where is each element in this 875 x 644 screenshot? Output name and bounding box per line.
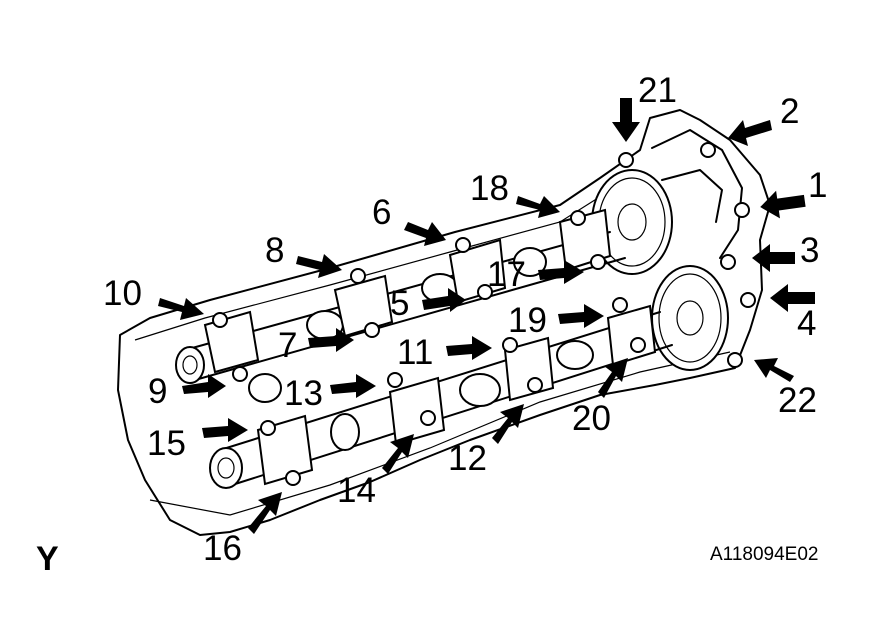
callout-16: 16 [203, 529, 242, 568]
callout-9: 9 [148, 372, 167, 411]
bolt-6 [455, 237, 471, 253]
bolt-14 [420, 410, 436, 426]
callout-19: 19 [508, 301, 547, 340]
bolt-19 [612, 297, 628, 313]
callout-21: 21 [638, 71, 677, 110]
callout-22: 22 [778, 381, 817, 420]
callout-labels: 1 2 3 4 5 6 7 8 9 10 11 12 13 14 15 16 1… [103, 71, 827, 568]
callout-10: 10 [103, 274, 142, 313]
callout-arrows [158, 98, 815, 534]
callout-14: 14 [337, 471, 376, 510]
arrow-17 [538, 260, 584, 284]
callout-18: 18 [470, 169, 509, 208]
arrow-16 [248, 492, 282, 534]
callout-5: 5 [390, 284, 409, 323]
callout-4: 4 [797, 304, 816, 343]
arrow-18 [516, 196, 560, 218]
callout-6: 6 [372, 193, 391, 232]
bolt-18 [570, 210, 586, 226]
arrow-4 [770, 284, 815, 312]
arrow-12 [492, 404, 524, 444]
bolt-1 [734, 202, 750, 218]
bearing-cap-bolts [212, 142, 756, 486]
bolt-20 [630, 337, 646, 353]
bolt-4 [740, 292, 756, 308]
arrow-2 [728, 120, 772, 146]
callout-17: 17 [487, 255, 526, 294]
bolt-21 [618, 152, 634, 168]
bolt-22 [727, 352, 743, 368]
arrow-1 [760, 190, 806, 219]
figure-code: A118094E02 [710, 544, 818, 565]
callout-20: 20 [572, 399, 611, 438]
bolt-2 [700, 142, 716, 158]
arrow-10 [158, 298, 204, 320]
bolt-3 [720, 254, 736, 270]
arrow-9 [182, 374, 226, 398]
arrow-14 [382, 434, 414, 474]
arrow-6 [404, 222, 446, 246]
callout-11: 11 [397, 333, 433, 372]
bolt-9 [232, 366, 248, 382]
bolt-13 [387, 372, 403, 388]
arrow-3 [752, 244, 795, 272]
arrow-11 [446, 336, 492, 360]
callout-8: 8 [265, 231, 284, 270]
arrow-21 [612, 98, 640, 142]
cylinder-head-outline [117, 109, 771, 536]
bolt-15 [260, 420, 276, 436]
callout-7: 7 [278, 326, 297, 365]
bolt-17 [590, 254, 606, 270]
arrow-15 [202, 418, 248, 442]
callout-12: 12 [448, 439, 487, 478]
bolt-8 [350, 268, 366, 284]
view-label: Y [36, 540, 59, 578]
callout-2: 2 [780, 92, 799, 131]
bolt-10 [212, 312, 228, 328]
arrow-7 [308, 328, 354, 352]
callout-13: 13 [284, 374, 323, 413]
arrow-19 [558, 304, 604, 328]
timing-gears [591, 129, 743, 371]
bolt-11 [502, 337, 518, 353]
bolt-16 [285, 470, 301, 486]
arrow-20 [598, 358, 628, 398]
arrow-13 [330, 374, 376, 398]
arrow-5 [422, 288, 466, 312]
callout-3: 3 [800, 231, 819, 270]
bolt-12 [527, 377, 543, 393]
callout-15: 15 [147, 424, 186, 463]
arrow-8 [296, 254, 342, 278]
bolt-7 [364, 322, 380, 338]
arrow-22 [754, 358, 794, 382]
bolt-5 [477, 284, 493, 300]
callout-1: 1 [808, 166, 827, 205]
